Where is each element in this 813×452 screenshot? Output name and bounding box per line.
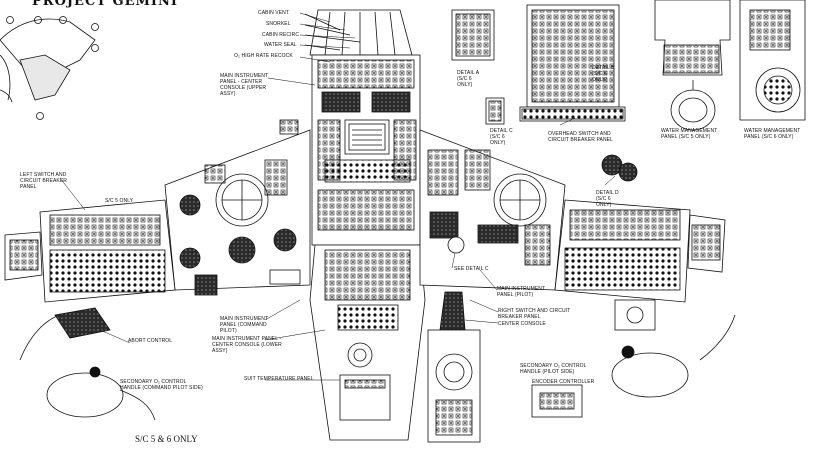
label-cabin-recirc: CABIN RECIRC (262, 32, 300, 38)
sec-o2-handle-pilot (611, 314, 736, 398)
label-center-console-lower: MAIN INSTRUMENT PANEL - CENTER CONSOLE (… (212, 336, 282, 354)
hand-controller-detail (427, 291, 481, 443)
label-left-switch-cb: LEFT SWITCH AND CIRCUIT BREAKER PANEL (20, 172, 67, 190)
label-encoder-controller: ENCODER CONTROLLER (532, 379, 595, 385)
detail-a-panel (451, 9, 495, 61)
label-detail-a: DETAIL A (S/C 6 ONLY) (457, 70, 479, 88)
label-center-console-upper: MAIN INSTRUMENT PANEL - CENTER CONSOLE (… (220, 73, 269, 97)
water-mgmt-sc6 (739, 0, 806, 121)
right-main-panel (419, 129, 566, 291)
overhead-panel (519, 4, 626, 122)
encoder-controller (531, 384, 583, 418)
window-frame (304, 9, 413, 56)
label-detail-b: DETAIL B (S/C 6 ONLY) (592, 65, 615, 83)
label-overhead-panel: OVERHEAD SWITCH AND CIRCUIT BREAKER PANE… (548, 131, 613, 143)
center-console-lower (309, 244, 426, 441)
label-detail-c: DETAIL C (S/C 6 ONLY) (490, 128, 513, 146)
label-suit-temp-panel: SUIT TEMPERATURE PANEL (244, 376, 314, 382)
seat-harness-detail (0, 16, 99, 120)
label-water-mgmt-sc6: WATER MANAGEMENT PANEL (S/C 6 ONLY) (744, 128, 801, 140)
label-main-panel-command: MAIN INSTRUMENT PANEL (COMMAND PILOT) (220, 316, 269, 334)
label-water-seal: WATER SEAL (264, 42, 297, 48)
center-console-upper (311, 54, 421, 246)
label-o2-high-rate-recock: O₂ HIGH RATE RECOCK (234, 53, 293, 59)
right-switch-cb-panel (554, 199, 726, 331)
water-mgmt-sc5 (654, 0, 731, 131)
label-abort-control: ABORT CONTROL (128, 338, 173, 344)
label-sc5-only-left: S/C 5 ONLY (105, 198, 134, 204)
label-sec-o2-command: SECONDARY O₂ CONTROL HANDLE (COMMAND PIL… (120, 379, 203, 391)
left-small-detail (194, 119, 299, 296)
label-sec-o2-pilot: SECONDARY O₂ CONTROL HANDLE (PILOT SIDE) (520, 363, 587, 375)
left-main-panel (164, 129, 311, 291)
abort-control (54, 307, 111, 339)
footer-note: S/C 5 & 6 ONLY (135, 434, 198, 444)
detail-c-panel (485, 97, 505, 125)
leader-lines (59, 12, 616, 381)
label-center-console: CENTER CONSOLE (498, 321, 546, 327)
label-detail-d: DETAIL D (S/C 6 ONLY) (596, 190, 619, 208)
label-right-switch-cb: RIGHT SWITCH AND CIRCUIT BREAKER PANEL (498, 308, 571, 320)
page-header-title: PROJECT GEMINI (32, 0, 178, 9)
label-snorkel: SNORKEL (266, 21, 291, 27)
label-water-mgmt-sc5: WATER MANAGEMENT PANEL (S/C 5 ONLY) (661, 128, 718, 140)
label-see-detail-c: SEE DETAIL C (454, 266, 489, 272)
label-main-panel-pilot: MAIN INSTRUMENT PANEL (PILOT) (497, 286, 546, 298)
left-switch-cb-panel (4, 199, 176, 303)
label-cabin-vent: CABIN VENT (258, 10, 290, 16)
detail-d-panel (601, 154, 638, 182)
sec-o2-handle-command (19, 314, 156, 421)
